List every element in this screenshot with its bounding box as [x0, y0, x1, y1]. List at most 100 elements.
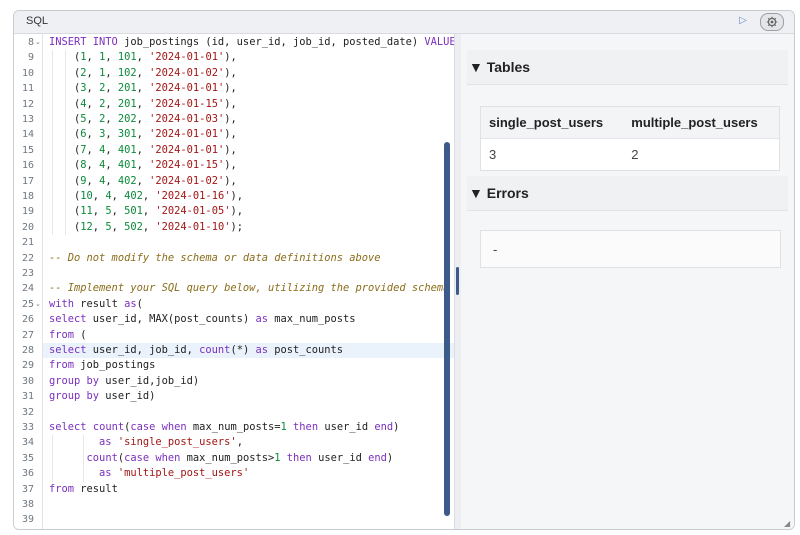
code-token: 102	[117, 66, 137, 79]
code-line[interactable]	[43, 512, 454, 527]
code-token: ),	[224, 51, 237, 64]
code-line[interactable]: (2, 1, 102, '2024-01-02'),	[43, 66, 454, 81]
code-token: ,	[92, 190, 106, 202]
code-token: (	[49, 51, 81, 64]
code-token: from	[49, 328, 75, 341]
line-number: 27	[21, 329, 34, 341]
code-token: job_postings	[74, 359, 156, 372]
resize-grip-icon[interactable]: ◢	[784, 519, 791, 528]
code-token: 401	[117, 143, 137, 156]
code-token: 9	[80, 174, 87, 187]
code-token: 7	[80, 143, 87, 156]
code-token: '2024-01-03'	[149, 113, 225, 125]
line-number: 31	[21, 391, 34, 403]
code-line[interactable]: group by user_id)	[43, 389, 454, 404]
code-token: ,	[136, 128, 150, 141]
code-line[interactable]: select user_id, job_id, count(*) as post…	[43, 343, 454, 359]
code-token: ),	[224, 66, 237, 79]
code-line[interactable]	[43, 497, 454, 512]
code-line[interactable]: (10, 4, 402, '2024-01-16'),	[43, 189, 454, 204]
code-token: from	[49, 359, 75, 372]
code-token: 6	[80, 128, 87, 141]
code-line[interactable]: -- Implement your SQL query below, utili…	[43, 281, 454, 296]
code-token: ,	[142, 190, 156, 202]
code-token: user_id, job_id,	[86, 344, 200, 356]
fold-toggle-icon[interactable]: ⌄	[35, 300, 41, 308]
code-token: group by	[49, 374, 100, 387]
code-token: ,	[111, 190, 125, 202]
code-line[interactable]: (8, 4, 401, '2024-01-15'),	[43, 158, 454, 173]
table-header-row: single_post_users multiple_post_users	[481, 107, 779, 139]
code-line[interactable]	[43, 235, 454, 250]
code-area[interactable]: INSERT INTO job_postings (id, user_id, j…	[42, 34, 454, 529]
code-token: from	[49, 482, 75, 495]
code-token: end	[374, 421, 394, 433]
code-line[interactable]: (6, 3, 301, '2024-01-01'),	[43, 127, 454, 142]
code-token: as	[99, 467, 112, 480]
code-line[interactable]: from job_postings	[43, 358, 454, 373]
code-token: ,	[136, 51, 150, 64]
code-token: (	[49, 82, 81, 95]
code-line[interactable]: (11, 5, 501, '2024-01-05'),	[43, 204, 454, 219]
code-line[interactable]: select user_id, MAX(post_counts) as max_…	[43, 312, 454, 327]
code-token: ,	[86, 113, 100, 125]
code-token: ),	[224, 128, 237, 141]
fold-toggle-icon[interactable]: ⌄	[35, 39, 41, 46]
run-button[interactable]: ▷	[736, 14, 750, 28]
code-token: 1	[80, 51, 87, 64]
code-token: ,	[136, 159, 150, 172]
code-line[interactable]: from result	[43, 482, 454, 497]
code-line[interactable]: (3, 2, 201, '2024-01-01'),	[43, 81, 454, 96]
code-line[interactable]: -- Do not modify the schema or data defi…	[43, 251, 454, 266]
code-token: ,	[86, 51, 100, 64]
code-line[interactable]	[43, 266, 454, 281]
code-token: ,	[136, 97, 150, 110]
code-line[interactable]: as 'single_post_users',	[43, 435, 454, 450]
code-line[interactable]: from (	[43, 328, 454, 343]
code-line[interactable]: select count(case when max_num_posts=1 t…	[43, 420, 454, 435]
code-token: select	[49, 313, 87, 326]
code-line[interactable]: (1, 1, 101, '2024-01-01'),	[43, 50, 454, 65]
indent-guide	[52, 50, 53, 236]
code-token: with	[49, 297, 75, 310]
code-token: 11	[80, 205, 93, 218]
code-token: ,	[136, 143, 150, 156]
code-line[interactable]: (12, 5, 502, '2024-01-10');	[43, 220, 454, 235]
code-token: as	[124, 297, 137, 310]
code-token: '2024-01-01'	[149, 143, 225, 156]
code-line[interactable]: (5, 2, 202, '2024-01-03'),	[43, 112, 454, 127]
code-token: 8	[80, 159, 87, 172]
code-token: ),	[224, 159, 237, 172]
code-token: 501	[124, 205, 143, 218]
code-token: ,	[105, 97, 118, 110]
errors-section-header[interactable]: ▼ Errors	[467, 176, 788, 211]
table-cell: 2	[631, 147, 639, 162]
settings-button[interactable]	[760, 13, 784, 31]
code-line[interactable]: with result as(	[43, 297, 454, 312]
code-token: end	[368, 451, 387, 464]
line-number: 26	[21, 314, 34, 326]
code-line[interactable]: (4, 2, 201, '2024-01-15'),	[43, 97, 454, 112]
indent-guide	[65, 50, 66, 236]
code-line[interactable]: count(case when max_num_posts>1 then use…	[43, 451, 454, 466]
code-line[interactable]: INSERT INTO job_postings (id, user_id, j…	[43, 35, 454, 50]
code-token: ),	[224, 97, 237, 110]
code-line[interactable]: (9, 4, 402, '2024-01-02'),	[43, 174, 454, 189]
code-line[interactable]: group by user_id,job_id)	[43, 374, 454, 389]
code-token: )	[386, 451, 394, 464]
tables-section-header[interactable]: ▼ Tables	[467, 50, 788, 85]
code-line[interactable]	[43, 405, 454, 420]
code-token: 2	[99, 113, 106, 125]
code-token: (	[49, 205, 81, 218]
code-token: 2	[80, 66, 87, 79]
code-line[interactable]: (7, 4, 401, '2024-01-01'),	[43, 143, 454, 158]
code-token: ,	[105, 143, 118, 156]
code-token: count	[92, 421, 125, 433]
code-token: ,	[92, 205, 106, 218]
code-token: '2024-01-15'	[149, 97, 225, 110]
editor-vertical-scrollbar[interactable]	[444, 142, 450, 516]
splitter-handle[interactable]	[456, 267, 459, 295]
code-token: 2	[99, 97, 106, 110]
code-line[interactable]: as 'multiple_post_users'	[43, 466, 454, 481]
